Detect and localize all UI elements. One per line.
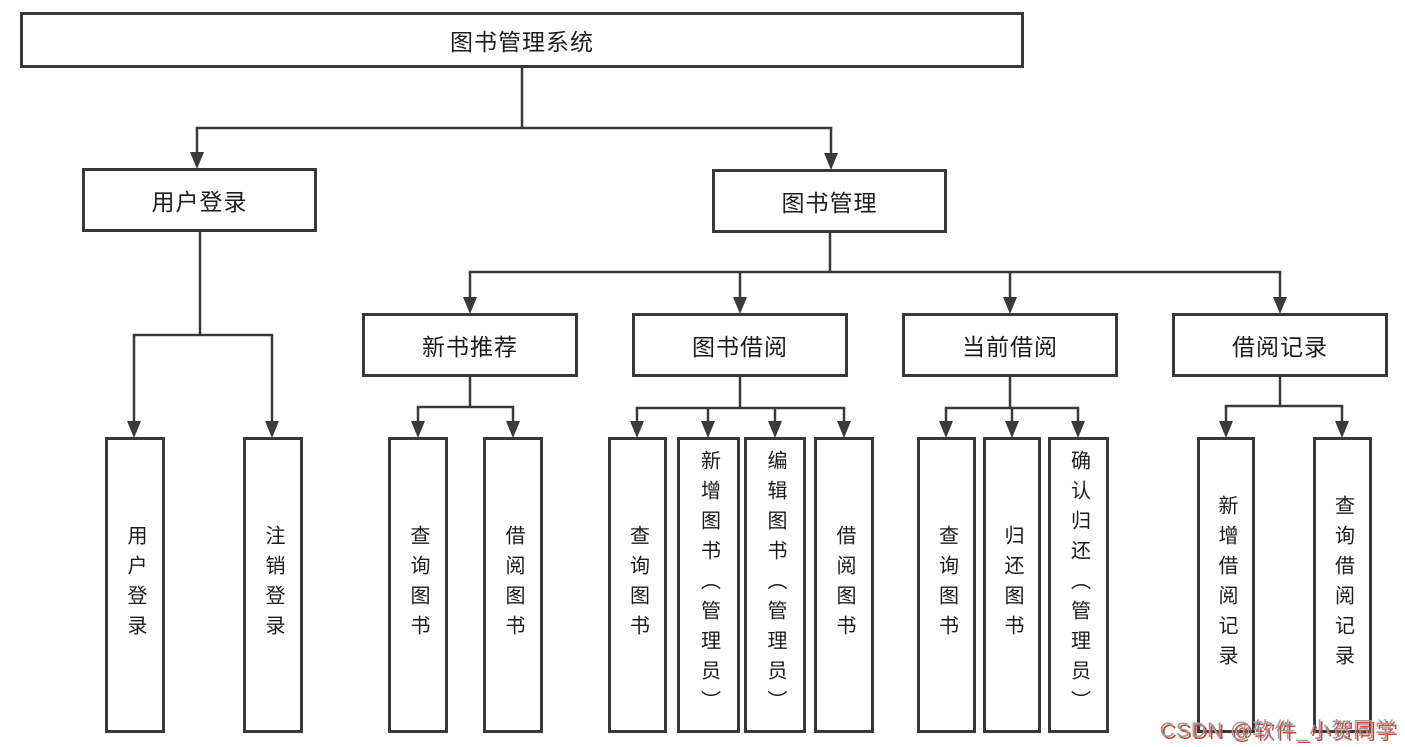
leaf-newbook-query-books: 查询图书 <box>388 437 448 733</box>
leaf-logout: 注销登录 <box>243 437 303 733</box>
node-root: 图书管理系统 <box>20 12 1024 68</box>
node-borrowing-records-label: 借阅记录 <box>1232 334 1328 360</box>
leaf-current-query-books: 查询图书 <box>917 437 976 733</box>
leaf-add-borrow-record: 新增借阅记录 <box>1197 437 1255 733</box>
leaf-current-query-books-label: 查询图书 <box>935 525 958 645</box>
node-new-book-recommend: 新书推荐 <box>362 313 578 377</box>
node-book-borrowing-label: 图书借阅 <box>692 334 788 360</box>
leaf-logout-label: 注销登录 <box>262 525 284 645</box>
leaf-newbook-borrow-books: 借阅图书 <box>483 437 543 733</box>
node-current-borrowing: 当前借阅 <box>902 313 1118 377</box>
leaf-return-books: 归还图书 <box>983 437 1041 733</box>
leaf-confirm-return-admin-label: 确认归还（管理员） <box>1067 450 1090 720</box>
leaf-query-borrow-record-label: 查询借阅记录 <box>1331 495 1354 675</box>
node-user-login: 用户登录 <box>82 168 317 232</box>
node-borrowing-records: 借阅记录 <box>1172 313 1388 377</box>
node-new-book-recommend-label: 新书推荐 <box>422 334 518 360</box>
leaf-user-login-label: 用户登录 <box>124 525 146 645</box>
leaf-query-borrow-record: 查询借阅记录 <box>1313 437 1372 733</box>
node-book-borrowing: 图书借阅 <box>632 313 848 377</box>
node-user-login-label: 用户登录 <box>151 189 248 215</box>
leaf-return-books-label: 归还图书 <box>1001 525 1023 645</box>
leaf-borrowing-borrow-books: 借阅图书 <box>814 437 874 733</box>
leaf-borrowing-query-books: 查询图书 <box>608 437 667 733</box>
csdn-watermark: CSDN @软件_小贺同学 <box>1159 719 1397 742</box>
leaf-add-books-admin: 新增图书（管理员） <box>677 437 740 733</box>
arrowheads <box>127 152 1349 438</box>
leaf-borrowing-borrow-books-label: 借阅图书 <box>833 525 855 645</box>
leaf-newbook-borrow-books-label: 借阅图书 <box>502 525 524 645</box>
leaf-edit-books-admin-label: 编辑图书（管理员） <box>764 450 786 720</box>
leaf-confirm-return-admin: 确认归还（管理员） <box>1048 437 1109 733</box>
leaf-add-books-admin-label: 新增图书（管理员） <box>697 450 720 720</box>
node-book-management-label: 图书管理 <box>781 190 878 216</box>
leaf-add-borrow-record-label: 新增借阅记录 <box>1215 495 1237 675</box>
leaf-edit-books-admin: 编辑图书（管理员） <box>744 437 806 733</box>
node-current-borrowing-label: 当前借阅 <box>962 334 1058 360</box>
node-book-management: 图书管理 <box>712 169 947 233</box>
node-root-label: 图书管理系统 <box>450 29 594 55</box>
leaf-newbook-query-books-label: 查询图书 <box>407 525 429 645</box>
leaf-user-login: 用户登录 <box>105 437 165 733</box>
leaf-borrowing-query-books-label: 查询图书 <box>626 525 649 645</box>
